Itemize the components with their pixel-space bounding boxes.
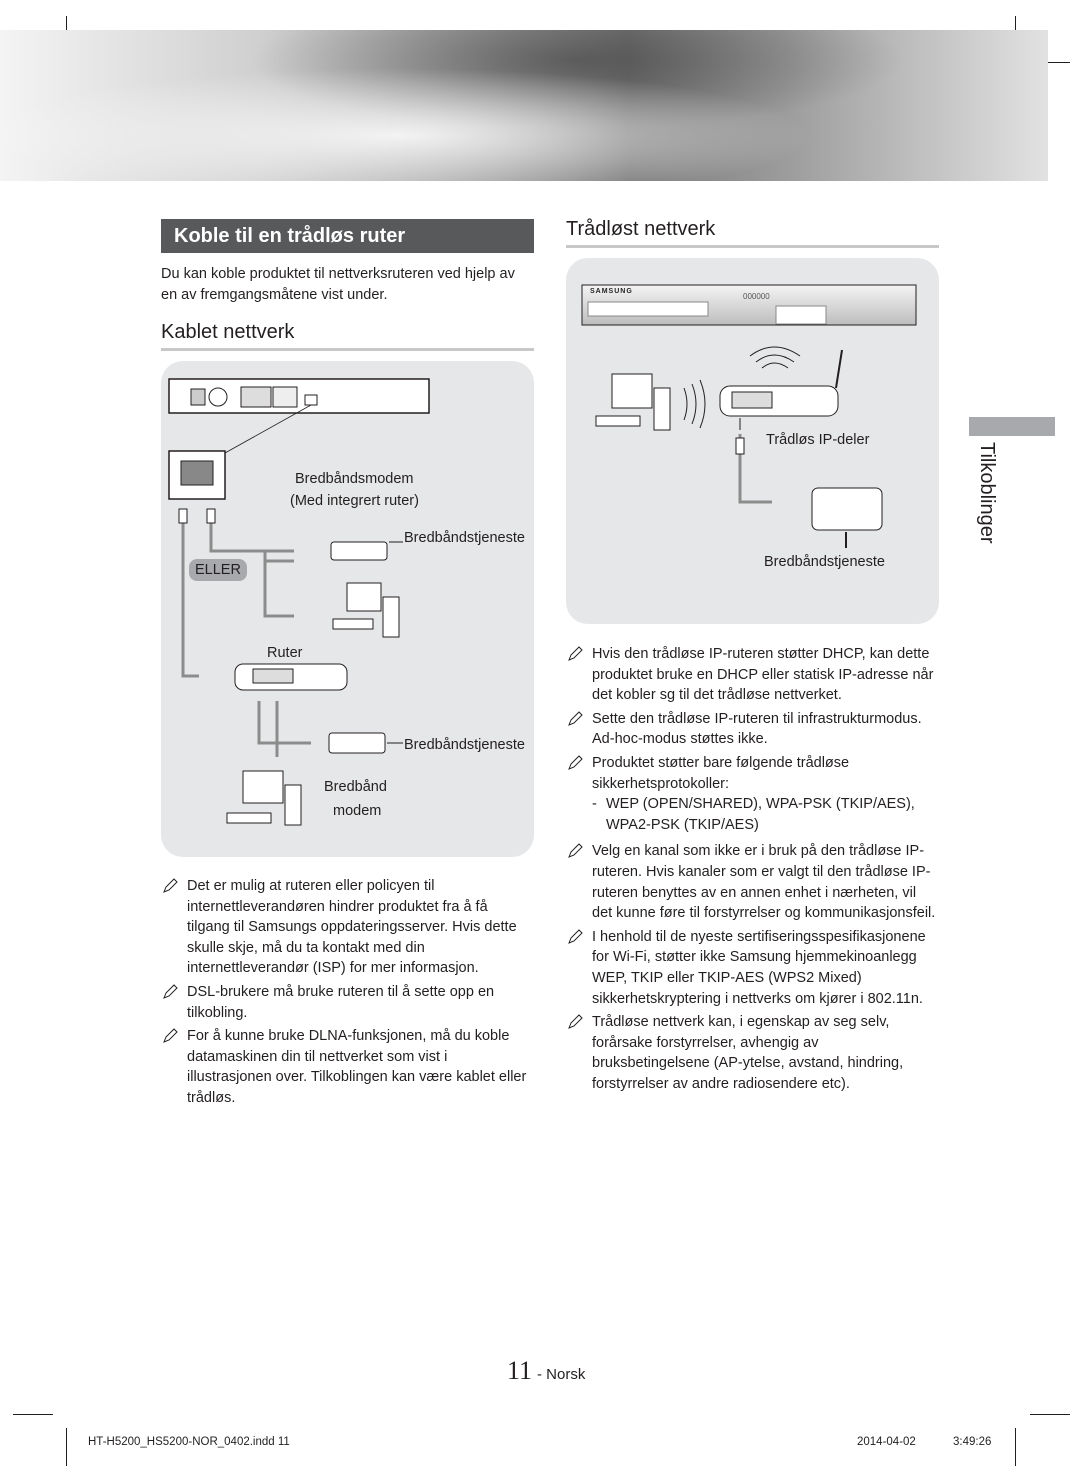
lan-plug [206, 508, 216, 524]
lan-port [304, 394, 318, 406]
heading-rule [161, 348, 534, 351]
chapter-tab-label: Tilkoblinger [976, 442, 998, 544]
footer-time: 3:49:26 [953, 1436, 992, 1448]
wired-diagram-panel: Bredbåndsmodem (Med integrert ruter) Bre… [161, 361, 534, 857]
pencil-icon [161, 877, 179, 895]
crop-mark [1030, 62, 1070, 63]
lan-jack [180, 460, 214, 486]
cable-to-router [181, 513, 199, 678]
wired-notes: Det er mulig at ruteren eller policyen t… [161, 876, 533, 1112]
note-item: Det er mulig at ruteren eller policyen t… [161, 876, 533, 979]
label-broadband: Bredbånd [324, 779, 387, 795]
av-ports [272, 386, 298, 408]
crop-mark [1030, 1414, 1070, 1415]
broadband-modem-device [328, 732, 386, 754]
section-title: Koble til en trådløs ruter [161, 219, 534, 253]
label-broadband-service: Bredbåndstjeneste [404, 530, 525, 546]
lan-plug [178, 508, 188, 524]
header-banner [0, 30, 1048, 181]
pencil-icon [566, 1013, 584, 1031]
desktop-pc [242, 770, 284, 804]
note-item: DSL-brukere må bruke ruteren til å sette… [161, 982, 533, 1023]
footer-filename: HT-H5200_HS5200-NOR_0402.indd 11 [88, 1436, 290, 1448]
note-item: Hvis den trådløse IP-ruteren støtter DHC… [566, 644, 938, 706]
desktop-pc [611, 373, 653, 409]
modem-router-device [330, 541, 388, 561]
label-integrated-router: (Med integrert ruter) [290, 493, 419, 509]
samsung-logo: SAMSUNG [590, 288, 633, 295]
label-broadband-service: Bredbåndstjeneste [764, 554, 885, 570]
note-item: Velg en kanal som ikke er i bruk på den … [566, 841, 938, 923]
cable-router-modem [738, 434, 772, 504]
usb-panel [775, 305, 827, 325]
player-rear-panel [168, 378, 430, 414]
wifi-waves [761, 362, 789, 369]
label-modem: modem [333, 803, 382, 819]
cable-to-pc [263, 551, 294, 618]
pencil-icon [566, 754, 584, 772]
note-item: I henhold til de nyeste sertifiseringssp… [566, 927, 938, 1009]
disc-tray [587, 301, 709, 317]
chapter-tab-marker [969, 417, 1055, 436]
speaker-terminals [240, 386, 272, 408]
intro-text: Du kan koble produktet til nettverksrute… [161, 266, 515, 303]
label-broadband-service: Bredbåndstjeneste [404, 737, 525, 753]
label-wireless-ip-sharer: Trådløs IP-deler [766, 432, 870, 448]
note-item: Trådløse nettverk kan, i egenskap av seg… [566, 1012, 938, 1094]
cable-router-modem [257, 701, 311, 745]
router-antenna [835, 349, 843, 389]
wifi-waves [683, 387, 688, 421]
heading-rule [566, 245, 939, 248]
wired-heading: Kablet nettverk [161, 321, 295, 343]
wireless-diagram-panel: SAMSUNG 000000 Trådløs IP-deler Bredbånd… [566, 258, 939, 624]
power-port [190, 388, 206, 406]
pencil-icon [161, 1027, 179, 1045]
cable-to-modem [209, 513, 294, 553]
page-language: - Norsk [537, 1366, 586, 1383]
crop-mark [66, 1428, 67, 1466]
protocol-list: -WEP (OPEN/SHARED), WPA-PSK (TKIP/AES), … [592, 796, 915, 833]
pencil-icon [566, 710, 584, 728]
zoom-line [224, 404, 312, 454]
pencil-icon [566, 928, 584, 946]
desktop-pc [346, 582, 382, 612]
note-item: Produktet støtter bare følgende trådløse… [566, 753, 938, 794]
pencil-icon [161, 983, 179, 1001]
or-badge: ELLER [189, 559, 247, 581]
modem-device [811, 487, 883, 531]
crop-mark [1015, 1428, 1016, 1466]
note-item: Sette den trådløse IP-ruteren til infras… [566, 709, 938, 750]
note-item: For å kunne bruke DLNA-funksjonen, må du… [161, 1026, 533, 1108]
lan-jack-zoom [168, 450, 226, 500]
wireless-notes: Hvis den trådløse IP-ruteren støtter DHC… [566, 644, 938, 1097]
label-router: Ruter [267, 645, 303, 661]
pencil-icon [566, 645, 584, 663]
fan-vent [208, 387, 228, 407]
front-display: 000000 [743, 292, 770, 301]
wireless-network-diagram [581, 284, 917, 548]
page-number: 11 [507, 1356, 533, 1385]
wired-network-diagram [168, 378, 430, 826]
pencil-icon [566, 842, 584, 860]
crop-mark [13, 1414, 53, 1415]
wireless-heading: Trådløst nettverk [566, 218, 716, 240]
label-broadband-modem: Bredbåndsmodem [295, 471, 414, 487]
footer-date: 2014-04-02 [857, 1436, 916, 1448]
